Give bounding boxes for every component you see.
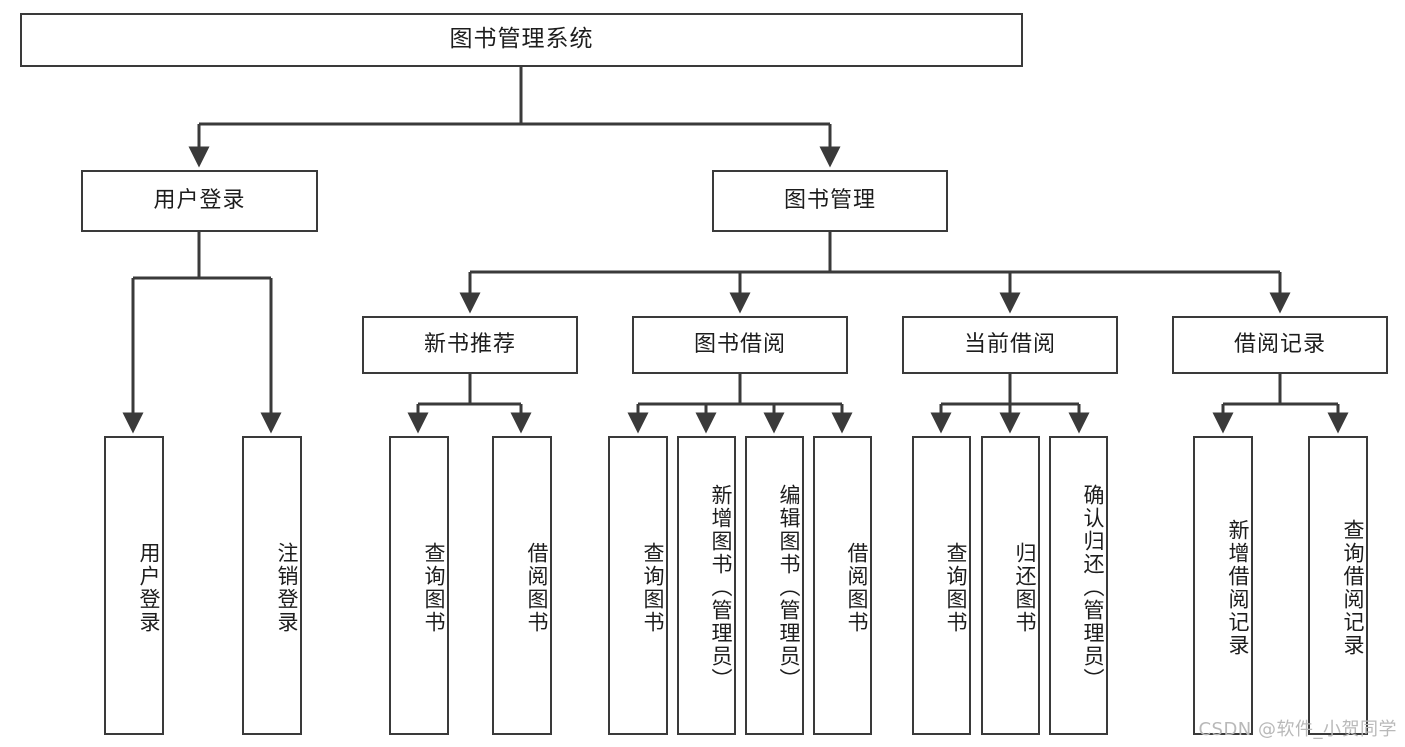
node-leaf-edit-book[interactable]: 编辑图书（管理员） (745, 436, 804, 735)
node-leaf-borrow-book-2[interactable]: 借阅图书 (813, 436, 872, 735)
node-label: 借阅记录 (1233, 331, 1326, 357)
node-label: 新增图书（管理员） (709, 484, 733, 691)
node-label: 注销登录 (275, 541, 299, 634)
node-leaf-query-book-2[interactable]: 查询图书 (608, 436, 668, 735)
node-label: 查询借阅记录 (1341, 518, 1365, 657)
node-borrow-record[interactable]: 借阅记录 (1172, 316, 1388, 374)
node-label: 查询图书 (422, 541, 446, 634)
node-book-borrow[interactable]: 图书借阅 (632, 316, 848, 374)
node-leaf-borrow-book-1[interactable]: 借阅图书 (492, 436, 552, 735)
node-label: 图书借阅 (693, 331, 786, 357)
node-leaf-query-book-1[interactable]: 查询图书 (389, 436, 449, 735)
node-label: 图书管理 (783, 187, 876, 213)
node-book-manage[interactable]: 图书管理 (712, 170, 948, 232)
node-label: 当前借阅 (963, 331, 1056, 357)
node-leaf-add-record[interactable]: 新增借阅记录 (1193, 436, 1253, 735)
node-current-borrow[interactable]: 当前借阅 (902, 316, 1118, 374)
node-label: 用户登录 (137, 541, 161, 634)
node-label: 用户登录 (153, 187, 246, 213)
node-label: 编辑图书（管理员） (777, 484, 801, 691)
node-label: 借阅图书 (845, 541, 869, 634)
node-label: 图书管理系统 (449, 26, 594, 53)
node-leaf-confirm-return[interactable]: 确认归还（管理员） (1049, 436, 1108, 735)
node-label: 查询图书 (944, 541, 968, 634)
node-label: 新增借阅记录 (1226, 518, 1250, 657)
node-leaf-return-book[interactable]: 归还图书 (981, 436, 1040, 735)
node-leaf-user-login[interactable]: 用户登录 (104, 436, 164, 735)
node-leaf-query-book-3[interactable]: 查询图书 (912, 436, 971, 735)
node-leaf-add-book[interactable]: 新增图书（管理员） (677, 436, 736, 735)
node-label: 新书推荐 (423, 331, 516, 357)
node-leaf-query-record[interactable]: 查询借阅记录 (1308, 436, 1368, 735)
node-label: 归还图书 (1013, 541, 1037, 634)
node-label: 借阅图书 (525, 541, 549, 634)
node-leaf-logout-login[interactable]: 注销登录 (242, 436, 302, 735)
node-label: 确认归还（管理员） (1081, 484, 1105, 691)
node-root-system[interactable]: 图书管理系统 (20, 13, 1023, 67)
node-new-book-recommend[interactable]: 新书推荐 (362, 316, 578, 374)
node-user-login[interactable]: 用户登录 (81, 170, 318, 232)
node-label: 查询图书 (641, 541, 665, 634)
